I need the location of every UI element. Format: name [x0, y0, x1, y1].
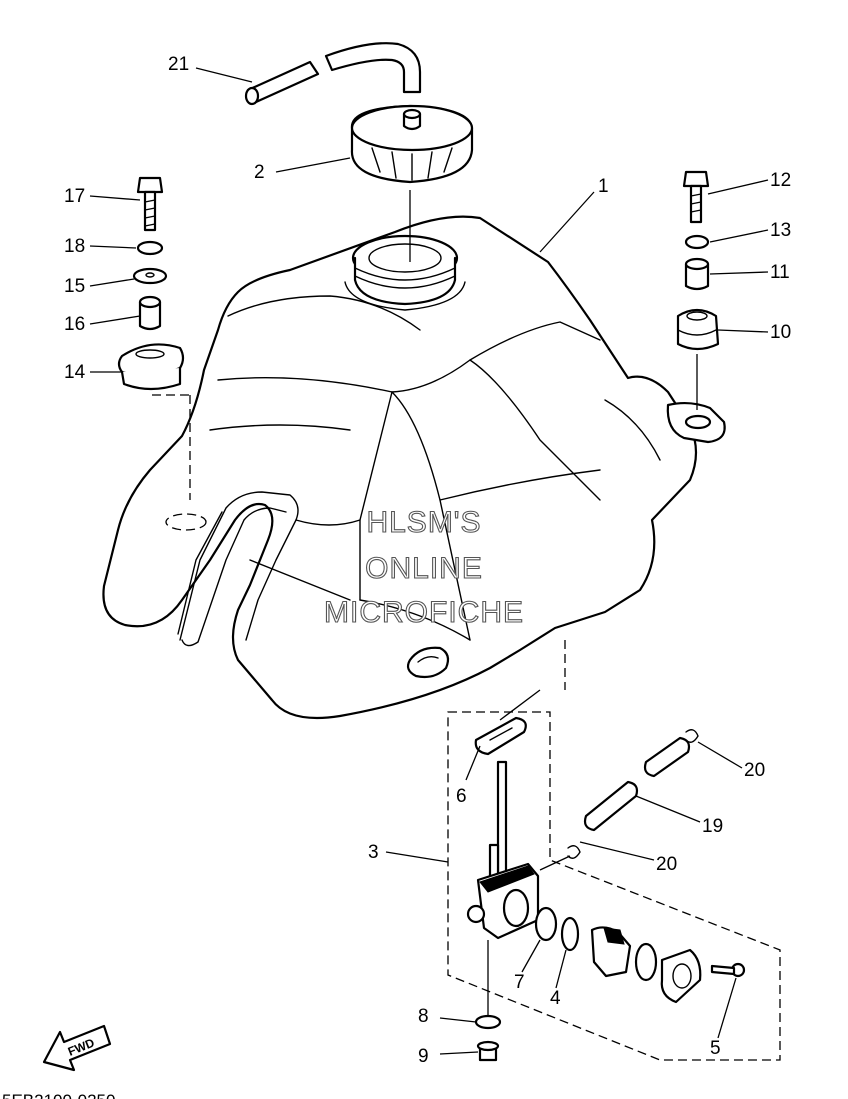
callout-21: 21 — [168, 54, 189, 75]
callout-19: 19 — [702, 816, 723, 837]
callout-16: 16 — [64, 314, 85, 335]
watermark-line-1: HLSM'S — [366, 506, 481, 539]
callout-10: 10 — [770, 322, 791, 343]
fuel-cock-assembly — [447, 689, 781, 1062]
left-mount-hardware — [117, 176, 185, 391]
callout-17: 17 — [64, 186, 85, 207]
leader-lines — [89, 67, 769, 1055]
callout-labels: 21 2 1 17 18 15 16 14 12 13 11 10 6 20 1… — [64, 54, 791, 1067]
callout-14: 14 — [64, 362, 86, 383]
callout-3: 3 — [368, 842, 379, 863]
right-mount-hardware — [676, 170, 720, 410]
callout-20-upper: 20 — [744, 760, 765, 781]
callout-20-lower: 20 — [656, 854, 677, 875]
callout-15: 15 — [64, 276, 85, 297]
watermark-line-3: MICROFICHE — [324, 596, 524, 629]
callout-4: 4 — [550, 988, 561, 1009]
callout-5: 5 — [710, 1038, 721, 1059]
callout-13: 13 — [770, 220, 791, 241]
breather-hose — [244, 42, 422, 106]
watermark: HLSM'S ONLINE MICROFICHE — [323, 505, 524, 629]
callout-6: 6 — [456, 786, 467, 807]
watermark-line-2: ONLINE — [365, 552, 483, 585]
callout-2: 2 — [254, 162, 265, 183]
callout-9: 9 — [418, 1046, 429, 1067]
callout-12: 12 — [770, 170, 791, 191]
callout-1: 1 — [598, 176, 609, 197]
callout-18: 18 — [64, 236, 85, 257]
fuel-tank — [102, 215, 726, 720]
callout-8: 8 — [418, 1006, 429, 1027]
fuel-cap — [350, 104, 474, 262]
drawing-code: 5EB2100-0250 — [2, 1091, 115, 1099]
forward-arrow-icon: FWD — [42, 1024, 112, 1072]
callout-11: 11 — [770, 262, 790, 283]
callout-7: 7 — [514, 972, 525, 993]
